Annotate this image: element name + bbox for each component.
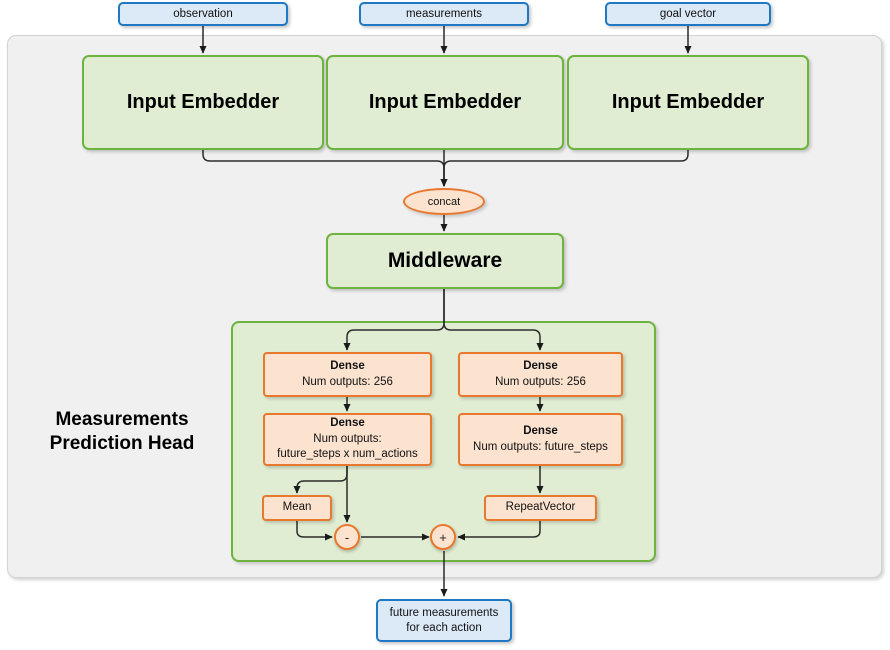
edge-mean-to-subtract bbox=[296, 521, 333, 541]
middleware-label: Middleware bbox=[387, 249, 503, 272]
head-title-line1: Measurements bbox=[55, 409, 189, 430]
left-dense-future-steps-actions[interactable]: Dense Num outputs: future_steps x num_ac… bbox=[263, 413, 432, 466]
head-title-line2: Prediction Head bbox=[49, 432, 195, 454]
edge-embedder1-to-concat bbox=[202, 150, 448, 187]
subtract-operator-symbol: - bbox=[344, 529, 350, 545]
left-dense-256-title: Dense bbox=[330, 359, 365, 372]
input-measurements[interactable]: measurements bbox=[359, 2, 529, 26]
left-dense-future-title: Dense bbox=[330, 417, 365, 430]
edge-repeatvector-to-add bbox=[457, 521, 541, 541]
edge-left-dense2-to-mean bbox=[293, 466, 348, 494]
edge-embedder3-to-concat bbox=[440, 150, 689, 187]
right-dense-future-steps[interactable]: Dense Num outputs: future_steps bbox=[458, 413, 623, 466]
subtract-operator[interactable]: - bbox=[334, 524, 360, 550]
input-observation[interactable]: observation bbox=[118, 2, 288, 26]
left-dense-future-detail-2: future_steps x num_actions bbox=[277, 448, 418, 461]
input-embedder-goal-vector[interactable]: Input Embedder bbox=[567, 55, 809, 150]
input-embedder-observation[interactable]: Input Embedder bbox=[82, 55, 324, 150]
input-embedder-goal-vector-label: Input Embedder bbox=[611, 91, 765, 113]
right-dense-256-title: Dense bbox=[523, 359, 558, 372]
add-operator[interactable]: + bbox=[430, 524, 456, 550]
concat-node[interactable]: concat bbox=[403, 188, 485, 215]
mean-label: Mean bbox=[282, 501, 312, 514]
input-embedder-observation-label: Input Embedder bbox=[126, 91, 280, 113]
edge-middleware-split-right bbox=[443, 289, 544, 351]
right-dense-future-title: Dense bbox=[523, 424, 558, 437]
input-observation-label: observation bbox=[173, 7, 233, 20]
right-dense-256[interactable]: Dense Num outputs: 256 bbox=[458, 352, 623, 397]
input-measurements-label: measurements bbox=[405, 7, 483, 20]
left-dense-256-detail: Num outputs: 256 bbox=[302, 375, 393, 388]
concat-label: concat bbox=[427, 195, 461, 208]
mean-block[interactable]: Mean bbox=[262, 495, 332, 521]
right-dense-future-detail: Num outputs: future_steps bbox=[473, 440, 608, 453]
head-title: Measurements Prediction Head bbox=[22, 408, 222, 456]
input-embedder-measurements[interactable]: Input Embedder bbox=[326, 55, 564, 150]
edge-middleware-split-left bbox=[343, 289, 445, 351]
left-dense-256[interactable]: Dense Num outputs: 256 bbox=[263, 352, 432, 397]
input-goal-vector[interactable]: goal vector bbox=[605, 2, 771, 26]
add-operator-symbol: + bbox=[439, 529, 447, 545]
output-line-2: for each action bbox=[406, 621, 482, 634]
right-dense-256-detail: Num outputs: 256 bbox=[495, 375, 586, 388]
repeat-vector-block[interactable]: RepeatVector bbox=[484, 495, 597, 521]
input-goal-vector-label: goal vector bbox=[659, 7, 717, 20]
input-embedder-measurements-label: Input Embedder bbox=[368, 91, 522, 113]
left-dense-future-detail-1: Num outputs: bbox=[313, 432, 382, 445]
repeat-vector-label: RepeatVector bbox=[505, 501, 576, 514]
middleware-block[interactable]: Middleware bbox=[326, 233, 564, 289]
output-future-measurements[interactable]: future measurements for each action bbox=[376, 599, 512, 642]
output-line-1: future measurements bbox=[389, 607, 499, 620]
